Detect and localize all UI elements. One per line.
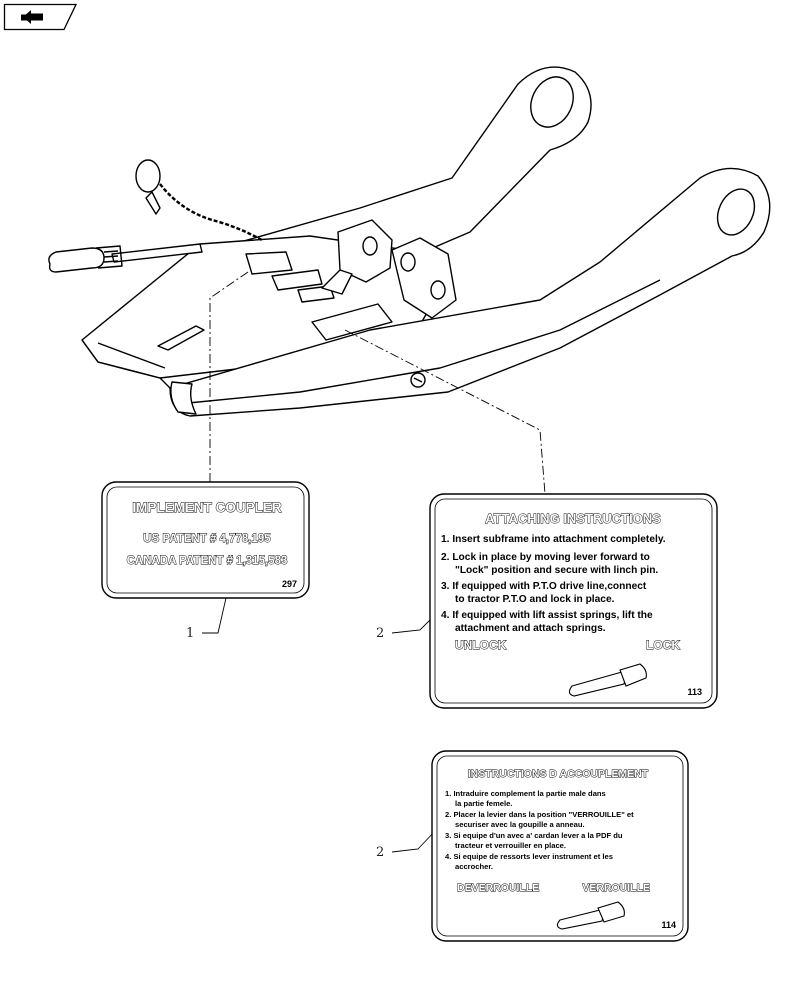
english-line-7: attachment and attach springs. xyxy=(455,623,606,634)
callout-item-2-english: 2 xyxy=(376,626,384,641)
french-line-3: 2. Placer la levier dans la position "VE… xyxy=(445,810,634,819)
english-line-1: 1. Insert subframe into attachment compl… xyxy=(441,534,666,545)
coupler-decal-us-patent: US PATENT # 4,778,195 xyxy=(143,533,271,545)
french-line-4: securiser avec la goupille a anneau. xyxy=(455,820,585,829)
english-lever-icon xyxy=(568,663,647,697)
french-line-8: accrocher. xyxy=(455,862,493,871)
french-unlock-label: DEVERROUILLE xyxy=(457,882,539,894)
french-line-6: tracteur et verrouiller en place. xyxy=(455,841,566,850)
english-line-5: to tractor P.T.O and lock in place. xyxy=(455,594,615,605)
french-line-1: 1. Intraduire complement la partie male … xyxy=(445,789,606,798)
callout-item-2-french: 2 xyxy=(376,845,384,860)
implement-coupler-drawing xyxy=(48,66,771,417)
decal-attaching-instructions: ATTACHING INSTRUCTIONS 1. Insert subfram… xyxy=(429,493,718,709)
french-line-5: 3. Si equipe d'un avec a' cardan lever a… xyxy=(445,831,623,840)
english-line-4: 3. If equipped with P.T.O drive line,con… xyxy=(441,581,647,592)
back-nav-button[interactable] xyxy=(3,3,78,31)
english-line-6: 4. If equipped with lift assist springs,… xyxy=(441,610,653,621)
decal-implement-coupler: IMPLEMENT COUPLER US PATENT # 4,778,195 … xyxy=(101,481,310,599)
french-decal-part-number: 114 xyxy=(661,920,676,930)
french-lever-icon xyxy=(556,901,625,930)
callout-item-1: 1 xyxy=(186,626,194,641)
french-line-2: la partie femele. xyxy=(455,799,512,808)
english-decal-part-number: 113 xyxy=(687,687,702,697)
english-line-2: 2. Lock in place by moving lever forward… xyxy=(441,552,650,563)
decal-instructions-accouplement: INSTRUCTIONS D ACCOUPLEMENT 1. Intraduir… xyxy=(431,750,689,942)
english-lock-label: LOCK xyxy=(646,638,680,652)
french-decal-title: INSTRUCTIONS D ACCOUPLEMENT xyxy=(468,768,649,780)
english-decal-title: ATTACHING INSTRUCTIONS xyxy=(485,511,661,526)
french-line-7: 4. Si equipe de ressorts lever instrumen… xyxy=(445,852,613,861)
english-line-3: "Lock" position and secure with linch pi… xyxy=(455,565,658,576)
english-unlock-label: UNLOCK xyxy=(455,638,507,652)
back-arrow-icon xyxy=(21,10,43,24)
french-lock-label: VERROUILLE xyxy=(582,882,650,894)
coupler-decal-part-number: 297 xyxy=(282,579,297,589)
coupler-decal-canada-patent: CANADA PATENT # 1,315,583 xyxy=(127,555,288,567)
coupler-decal-title: IMPLEMENT COUPLER xyxy=(132,500,282,515)
